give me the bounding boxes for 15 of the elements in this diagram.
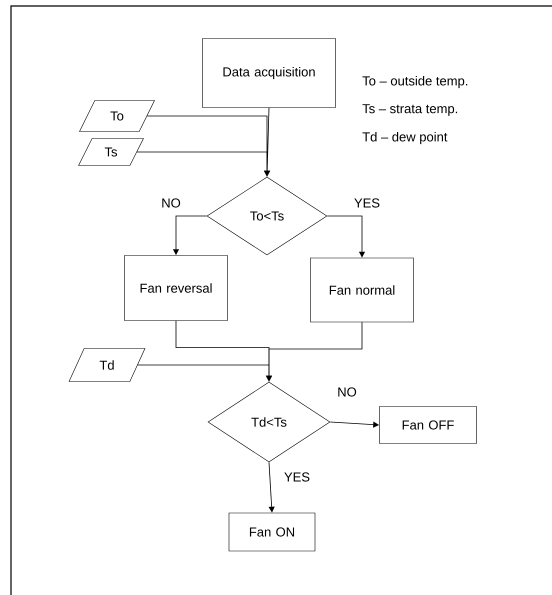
- input-parallelogram: To: [79, 100, 155, 132]
- process-box: Fan ON: [228, 512, 316, 552]
- edge-label: YES: [352, 197, 381, 209]
- process-box: Fan OFF: [379, 406, 477, 444]
- input-parallelogram: Td: [68, 348, 146, 382]
- definition-text: Td – dew point: [362, 132, 448, 144]
- definition-text: To – outside temp.: [362, 76, 468, 88]
- edge-label: YES: [283, 471, 311, 483]
- input-parallelogram: Ts: [78, 138, 144, 166]
- edge-label: NO: [336, 386, 358, 398]
- definition-text: Ts – strata temp.: [362, 104, 458, 116]
- process-box: Fan normal: [310, 258, 414, 322]
- edge-label: NO: [160, 197, 182, 209]
- process-box: Data acquisition: [202, 38, 336, 108]
- process-box: Fan reversal: [124, 255, 228, 321]
